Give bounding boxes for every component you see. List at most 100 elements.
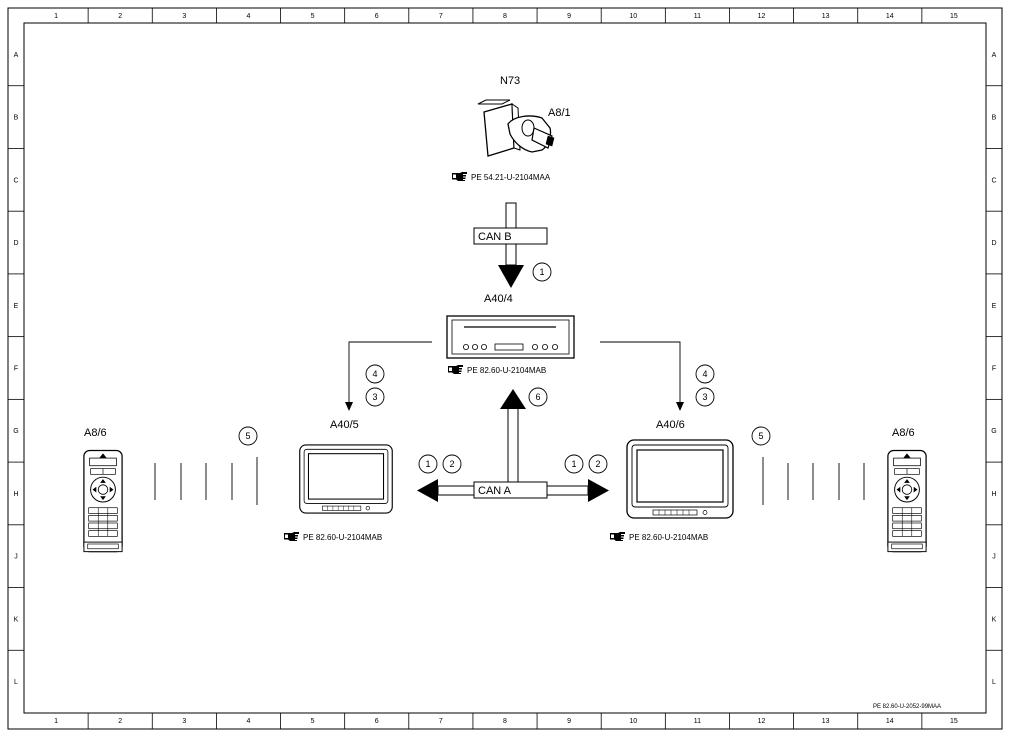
n73-label: N73 [500, 75, 520, 87]
svg-text:1: 1 [571, 459, 576, 469]
callout-4-right: 4 [695, 364, 715, 384]
reference-hand-icon [284, 532, 299, 541]
svg-text:2: 2 [449, 459, 454, 469]
svg-text:3: 3 [372, 392, 377, 402]
grid-column-label: 12 [758, 13, 766, 20]
grid-column-label: 1 [54, 13, 58, 20]
grid-column-label: 4 [247, 718, 251, 725]
grid-column-label: 9 [567, 13, 571, 20]
svg-text:6: 6 [535, 392, 540, 402]
can-b-bus [473, 202, 548, 288]
can-b-label: CAN B [478, 231, 512, 243]
reference-hand-icon [452, 172, 467, 181]
callout-2-can-a-left: 2 [442, 454, 462, 474]
grid-row-label: E [992, 303, 997, 310]
grid-row-label: A [14, 52, 19, 59]
grid-column-label: 13 [822, 718, 830, 725]
grid-column-label: 11 [694, 718, 701, 725]
can-a-up-arrow [500, 389, 526, 409]
grid-column-label: 10 [629, 13, 637, 20]
callout-2-can-a-right: 2 [588, 454, 608, 474]
drawing-frame [7, 7, 1003, 730]
grid-row-label: C [991, 177, 996, 184]
grid-row-label: H [13, 491, 18, 498]
grid-column-label: 7 [439, 13, 443, 20]
svg-text:1: 1 [539, 267, 544, 277]
grid-column-label: 3 [182, 718, 186, 725]
grid-column-label: 7 [439, 718, 443, 725]
left-infrared-link [154, 457, 258, 505]
can-a-bus [417, 389, 609, 502]
grid-row-label: G [991, 428, 996, 435]
grid-row-label: H [991, 491, 996, 498]
svg-text:4: 4 [372, 369, 377, 379]
svg-text:5: 5 [758, 431, 763, 441]
grid-row-label: L [992, 679, 996, 686]
svg-text:5: 5 [245, 431, 250, 441]
grid-column-label: 13 [822, 13, 830, 20]
grid-row-label: B [14, 115, 19, 122]
right-remote-icon [887, 449, 927, 553]
dvd-player-icon [446, 315, 575, 359]
grid-column-label: 14 [886, 718, 894, 725]
grid-column-label: 11 [694, 13, 701, 20]
grid-ticks [8, 8, 1002, 729]
grid-column-label: 2 [118, 13, 122, 20]
document-id: PE 82.60-U-2052-99MAA [873, 704, 941, 710]
grid-column-label: 14 [886, 13, 894, 20]
grid-column-label: 4 [247, 13, 251, 20]
grid-row-label: A [992, 52, 997, 59]
grid-row-label: G [13, 428, 18, 435]
callout-3-right: 3 [695, 387, 715, 407]
callout-5-left: 5 [238, 426, 258, 446]
grid-row-label: J [14, 554, 18, 561]
reference-hand-icon [610, 532, 625, 541]
callout-6-can-a: 6 [528, 387, 548, 407]
can-a-left-arrow [417, 479, 438, 502]
grid-row-label: C [13, 177, 18, 184]
svg-text:1: 1 [425, 459, 430, 469]
callout-4-left: 4 [365, 364, 385, 384]
right-infrared-link [762, 457, 865, 505]
grid-row-label: D [13, 240, 18, 247]
svg-text:2: 2 [595, 459, 600, 469]
right-monitor-reference: PE 82.60-U-2104MAB [629, 533, 708, 542]
grid-column-label: 8 [503, 13, 507, 20]
grid-column-label: 5 [311, 718, 315, 725]
grid-row-label: K [992, 616, 997, 623]
right-monitor-label: A40/6 [656, 419, 685, 431]
grid-row-label: J [992, 554, 996, 561]
dvd-player-reference: PE 82.60-U-2104MAB [467, 366, 546, 375]
dvd-player-label: A40/4 [484, 293, 513, 305]
grid-row-label: D [991, 240, 996, 247]
grid-column-label: 3 [182, 13, 186, 20]
right-remote-label: A8/6 [892, 427, 915, 439]
callout-5-right: 5 [751, 426, 771, 446]
grid-column-label: 1 [54, 718, 58, 725]
callout-1-can-a-right: 1 [564, 454, 584, 474]
svg-text:4: 4 [702, 369, 707, 379]
grid-row-label: E [14, 303, 19, 310]
grid-row-label: B [992, 115, 997, 122]
callout-1-can-b: 1 [532, 262, 552, 282]
callout-3-left: 3 [365, 387, 385, 407]
grid-row-label: L [14, 679, 18, 686]
left-monitor-label: A40/5 [330, 419, 359, 431]
grid-column-label: 15 [950, 718, 958, 725]
can-a-label: CAN A [478, 485, 512, 497]
svg-text:3: 3 [702, 392, 707, 402]
dvd-to-right-monitor-line [600, 341, 684, 411]
grid-column-label: 6 [375, 718, 379, 725]
grid-column-label: 8 [503, 718, 507, 725]
ignition-switch-icon [477, 99, 555, 157]
reference-hand-icon [448, 365, 463, 374]
ignition-reference: PE 54.21-U-2104MAA [471, 173, 551, 182]
grid-column-label: 6 [375, 13, 379, 20]
grid-row-label: K [14, 616, 19, 623]
callout-1-can-a-left: 1 [418, 454, 438, 474]
grid-row-label: F [14, 366, 18, 373]
left-monitor-icon [299, 444, 393, 514]
grid-column-label: 10 [629, 718, 637, 725]
can-b-arrow [498, 265, 524, 288]
grid-row-label: F [992, 366, 996, 373]
